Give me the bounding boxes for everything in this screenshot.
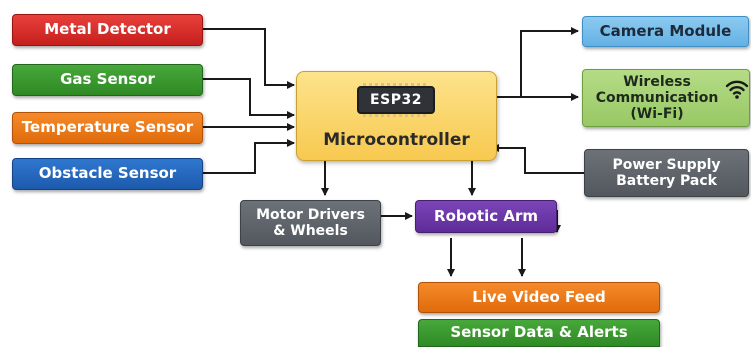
motor-line2: & Wheels <box>273 223 348 239</box>
live-video-feed-label: Live Video Feed <box>472 287 606 306</box>
microcontroller-block: ESP32 Microcontroller <box>296 71 497 161</box>
wireless-line2: Communication <box>595 89 719 106</box>
microcontroller-title: Microcontroller <box>323 130 470 150</box>
gas-sensor-block: Gas Sensor <box>12 64 203 96</box>
wifi-icon <box>725 80 749 99</box>
motor-drivers-block: Motor Drivers & Wheels <box>240 200 381 246</box>
live-video-feed-block: Live Video Feed <box>418 282 660 313</box>
sensor-data-alerts-label: Sensor Data & Alerts <box>450 323 628 342</box>
wireless-line3: (Wi-Fi) <box>630 106 684 123</box>
temperature-sensor-block: Temperature Sensor <box>12 112 203 144</box>
power-supply-block: Power Supply Battery Pack <box>584 149 749 197</box>
arrow-gas-to-mcu <box>203 78 295 119</box>
arrow-mcu-to-camera <box>497 27 579 98</box>
arrow-metal-to-mcu <box>203 28 295 89</box>
metal-detector-block: Metal Detector <box>12 14 203 46</box>
temperature-sensor-label: Temperature Sensor <box>21 118 194 137</box>
power-line2: Battery Pack <box>616 173 717 189</box>
chip-label: ESP32 <box>370 92 422 108</box>
power-line1: Power Supply <box>612 156 721 173</box>
camera-module-label: Camera Module <box>599 21 732 40</box>
camera-module-block: Camera Module <box>582 16 749 47</box>
robotic-arm-label: Robotic Arm <box>434 206 538 225</box>
metal-detector-label: Metal Detector <box>44 20 171 39</box>
wireless-line1: Wireless <box>623 73 691 90</box>
robotic-arm-block: Robotic Arm <box>415 200 557 233</box>
arrow-power-to-mcu <box>491 144 584 174</box>
wireless-communication-block: Wireless Communication (Wi-Fi) <box>582 69 750 127</box>
sensor-data-alerts-block: Sensor Data & Alerts <box>418 319 660 347</box>
microchip-icon: ESP32 <box>357 83 435 117</box>
gas-sensor-label: Gas Sensor <box>60 70 155 89</box>
arrow-obstacle-to-mcu <box>203 139 295 174</box>
motor-line1: Motor Drivers <box>256 206 365 223</box>
obstacle-sensor-block: Obstacle Sensor <box>12 158 203 190</box>
obstacle-sensor-label: Obstacle Sensor <box>38 164 177 183</box>
